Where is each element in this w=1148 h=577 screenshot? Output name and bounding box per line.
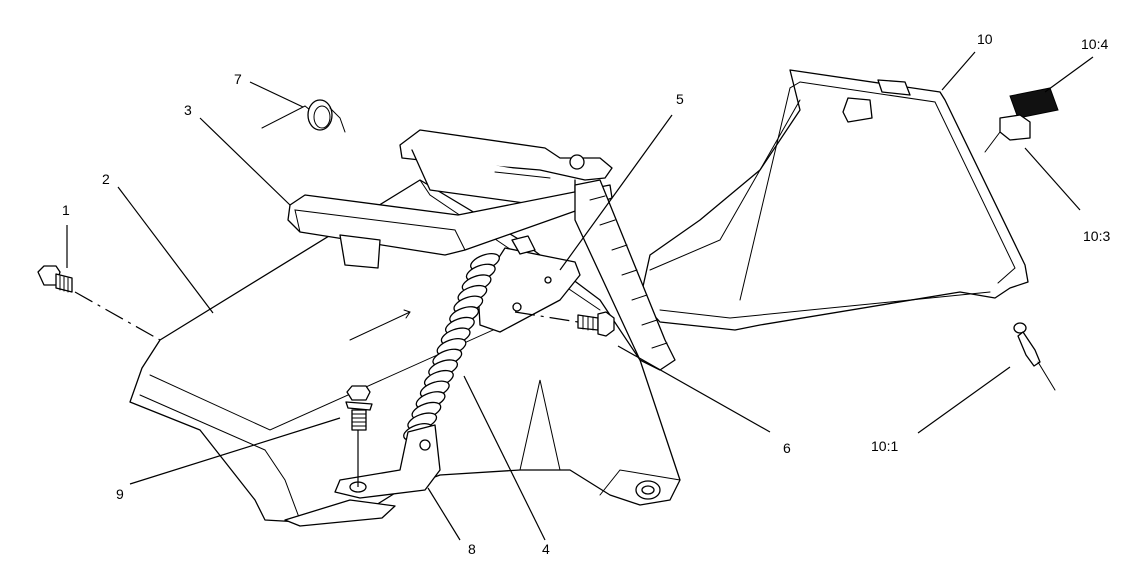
duct-housing-part	[639, 69, 1029, 331]
callout-10-1: 10:1	[871, 438, 898, 454]
screw-part-9	[345, 385, 373, 431]
spring-clip-part-7	[261, 99, 346, 133]
callout-3: 3	[184, 102, 192, 118]
leader-5	[559, 114, 673, 271]
rivet-part-10-1	[1013, 322, 1056, 391]
callout-1: 1	[62, 202, 70, 218]
callout-4: 4	[542, 541, 550, 557]
leader-2	[117, 186, 214, 314]
retainer-part-10-3	[984, 114, 1031, 153]
clip-part-10-4	[1009, 87, 1059, 119]
ribbed-bracket	[574, 179, 676, 371]
callout-labels: 1 2 3 4 5 6 7 8 9 10 10:1 10:3 10:4	[62, 31, 1110, 557]
leader-10	[941, 51, 976, 91]
leader-4	[463, 375, 546, 541]
leader-9	[129, 417, 341, 485]
spring-bracket-part	[334, 424, 441, 499]
callout-10: 10	[977, 31, 993, 47]
screw-6-axis	[514, 311, 579, 323]
callout-5: 5	[676, 91, 684, 107]
callout-9: 9	[116, 486, 124, 502]
leader-6	[617, 345, 771, 433]
arrow-marker	[349, 309, 411, 341]
callout-8: 8	[468, 541, 476, 557]
leader-10-1	[917, 366, 1011, 434]
callout-10-4: 10:4	[1081, 36, 1108, 52]
callout-10-3: 10:3	[1083, 228, 1110, 244]
leader-10-4	[1044, 56, 1094, 93]
leader-3	[199, 117, 291, 206]
screw-part-1	[37, 265, 73, 293]
callout-6: 6	[783, 440, 791, 456]
leader-lines	[66, 51, 1094, 541]
actuator-arm-part	[287, 129, 613, 269]
screw-1-axis	[74, 291, 161, 341]
callout-7: 7	[234, 71, 242, 87]
leader-8	[427, 487, 461, 541]
screw-part-6	[577, 311, 615, 337]
mounting-plate-part	[477, 235, 581, 333]
leader-7	[249, 81, 304, 108]
leader-10-3	[1024, 147, 1081, 211]
callout-2: 2	[102, 171, 110, 187]
